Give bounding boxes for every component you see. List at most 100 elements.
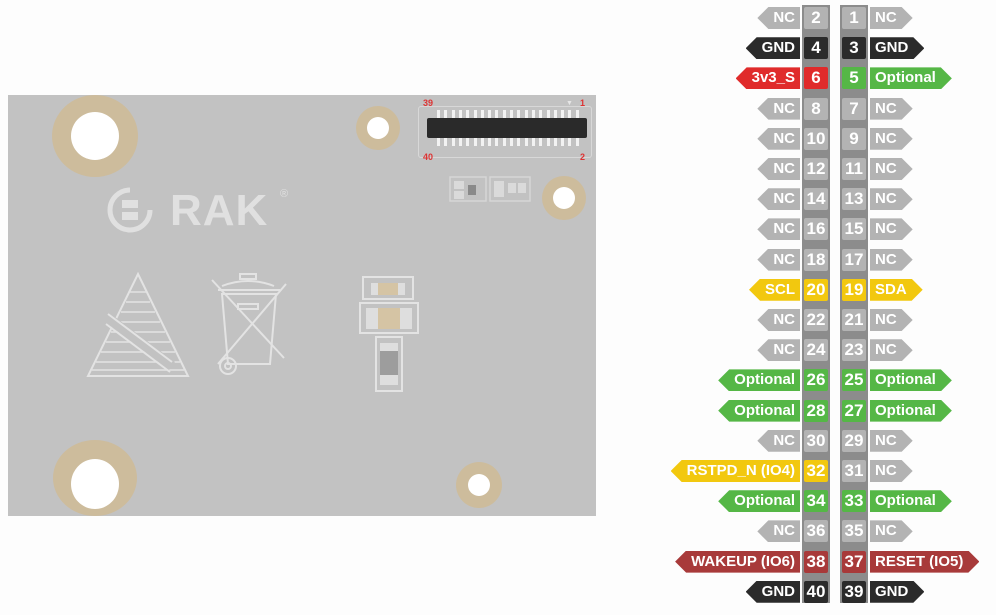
pin-number-12: 12	[804, 158, 828, 180]
pin-number-30: 30	[804, 429, 828, 452]
pin-number-36: 36	[804, 520, 828, 543]
pin-number-19: 19	[842, 278, 866, 301]
pin-label-14: NC	[757, 188, 800, 211]
pin-label-10: NC	[757, 127, 800, 150]
pin-label-9: NC	[870, 128, 913, 150]
pin-label-35: NC	[870, 520, 913, 542]
pin-label-28: Optional	[718, 399, 800, 422]
pin-number-10: 10	[804, 127, 828, 150]
board-connector-outline	[418, 106, 592, 158]
connector-contact	[546, 110, 550, 119]
connector-contact	[531, 137, 535, 146]
board-connector	[427, 118, 587, 138]
connector-contact	[473, 137, 477, 146]
connector-contact	[502, 110, 506, 119]
pin-label-33: Optional	[870, 490, 952, 512]
pin-label-29: NC	[870, 430, 913, 452]
connector-contact	[466, 137, 470, 146]
pin-label-31: NC	[870, 460, 913, 482]
pin-label-24: NC	[757, 339, 800, 362]
pin-label-23: NC	[870, 339, 913, 361]
pin-number-13: 13	[842, 188, 866, 211]
pin-label-16: NC	[757, 218, 800, 241]
pin-number-34: 34	[804, 490, 828, 513]
pin-number-35: 35	[842, 520, 866, 543]
connector-contact	[444, 137, 448, 146]
pin-label-22: NC	[757, 309, 800, 331]
pin-number-4: 4	[804, 37, 828, 60]
smd-components-icon	[359, 276, 419, 392]
connector-contact	[553, 110, 557, 119]
pin-label-4: GND	[745, 37, 800, 60]
pin-number-3: 3	[842, 37, 866, 60]
weee-bin-icon	[211, 273, 287, 375]
pin-number-25: 25	[842, 369, 866, 392]
pin-label-38: WAKEUP (IO6)	[675, 550, 800, 573]
pin-number-5: 5	[842, 67, 866, 90]
pin-label-20: SCL	[749, 278, 800, 301]
connector-contact	[451, 110, 455, 119]
pin-label-12: NC	[757, 158, 800, 180]
pin-label-18: NC	[757, 248, 800, 271]
connector-contact	[488, 137, 492, 146]
registered-mark: ®	[280, 188, 289, 200]
connector-contact	[568, 110, 572, 119]
connector-contact	[524, 110, 528, 119]
odd-pin-strip	[840, 5, 868, 603]
connector-contact	[517, 110, 521, 119]
smd-pads-icon	[449, 176, 531, 202]
pin-number-9: 9	[842, 127, 866, 150]
mounting-hole-top-left	[52, 95, 138, 177]
pin-label-30: NC	[757, 429, 800, 452]
pin-number-24: 24	[804, 339, 828, 362]
pin-label-37: RESET (IO5)	[870, 551, 979, 573]
pin-number-20: 20	[804, 278, 828, 301]
connector-label-39: 39	[423, 98, 434, 108]
connector-contact	[575, 137, 579, 146]
connector-contact	[495, 137, 499, 146]
pin-number-6: 6	[804, 67, 828, 90]
connector-contact	[466, 110, 470, 119]
pin-label-40: GND	[745, 580, 800, 603]
connector-label-40: 40	[423, 152, 434, 162]
connector-contact	[546, 137, 550, 146]
pin-label-5: Optional	[870, 67, 952, 89]
pin-label-13: NC	[870, 188, 913, 210]
pin-number-15: 15	[842, 218, 866, 241]
connector-label-2: 2	[580, 152, 586, 162]
connector-contact	[539, 110, 543, 119]
connector-contact	[480, 110, 484, 119]
connector-contact	[510, 137, 513, 146]
connector-contact	[451, 137, 455, 146]
pin-number-33: 33	[842, 490, 866, 513]
pin-number-7: 7	[842, 97, 866, 120]
pin-label-19: SDA	[870, 279, 923, 301]
pin-number-40: 40	[804, 580, 828, 603]
pin-number-14: 14	[804, 188, 828, 211]
pin-label-32: RSTPD_N (IO4)	[670, 460, 800, 482]
pin-number-37: 37	[842, 550, 866, 573]
pin-number-16: 16	[804, 218, 828, 241]
pin-label-27: Optional	[870, 400, 952, 422]
esd-warning-icon	[86, 271, 190, 377]
connector-contact	[568, 137, 572, 146]
mounting-hole-right	[542, 176, 586, 220]
pin-label-1: NC	[870, 7, 913, 29]
pin-number-8: 8	[804, 97, 828, 120]
pin-label-11: NC	[870, 158, 913, 180]
connector-contact	[575, 110, 579, 119]
pin-number-29: 29	[842, 429, 866, 452]
connector-contact	[458, 110, 462, 119]
connector-contact	[437, 110, 440, 119]
pin-number-2: 2	[804, 7, 828, 29]
pin-label-2: NC	[757, 7, 800, 29]
pin-label-6: 3v3_S	[735, 67, 800, 90]
pin-label-25: Optional	[870, 369, 952, 391]
connector-contact	[437, 137, 440, 146]
pin-number-27: 27	[842, 399, 866, 422]
pin-label-3: GND	[870, 37, 924, 59]
mounting-hole-bottom-right	[456, 462, 502, 508]
connector-contact	[444, 110, 448, 119]
pin-label-21: NC	[870, 309, 913, 331]
pin-label-8: NC	[757, 97, 800, 120]
